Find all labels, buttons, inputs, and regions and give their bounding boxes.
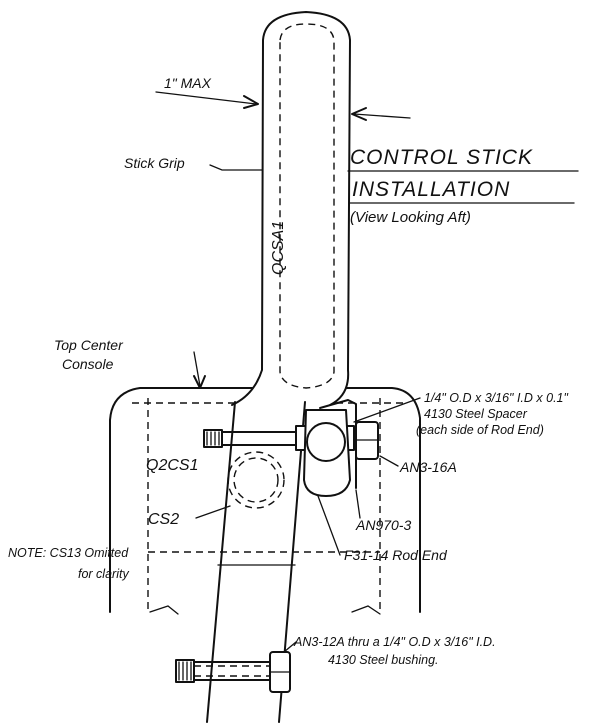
cotter-pin [319,399,357,489]
tube-part-label: CS2 [148,511,179,528]
spacer-label-1: 1/4" O.D x 3/16" I.D x 0.1" [424,391,568,405]
cotter-callout: AN970-3 [355,489,411,533]
stick-grip [231,11,351,406]
cotter-label: AN970-3 [355,517,411,533]
cs2-callout: CS2 [148,505,231,528]
title-block: CONTROL STICK INSTALLATION (View Looking… [347,146,579,226]
console-callout: Top Center Console [54,337,206,389]
lower-bolt-label: AN3-12A thru a 1/4" O.D x 3/16" I.D. [293,635,496,649]
dimension-label: 1" MAX [164,75,212,91]
stick-grip-callout: Stick Grip [124,155,263,171]
note: NOTE: CS13 Omitted for clarity [8,546,129,581]
rod-end [303,409,351,497]
stick-grip-label: Stick Grip [124,155,185,171]
console-label-2: Console [62,356,114,372]
title-view: (View Looking Aft) [350,209,471,226]
upper-bolt-callout: AN3-16A [379,455,457,475]
upper-bolt-label: AN3-16A [399,459,457,475]
stick-part-label: QCSA1 [270,221,287,275]
width-dimension: 1" MAX [155,75,411,121]
note-label-2: for clarity [78,567,129,581]
rod-end-label: F31-14 Rod End [344,547,448,563]
spacer-label-3: (each side of Rod End) [416,423,544,437]
lower-bolt-callout: AN3-12A thru a 1/4" O.D x 3/16" I.D. 413… [283,635,496,667]
rod-end-callout: F31-14 Rod End [317,495,448,563]
title-line-2: INSTALLATION [352,178,510,201]
note-label-1: NOTE: CS13 Omitted [8,546,129,560]
console-label-1: Top Center [54,337,124,353]
cs2-tube [227,451,285,509]
lower-bolt [175,651,291,693]
pivot-part-label: Q2CS1 [146,457,198,474]
spacer-label-2: 4130 Steel Spacer [424,407,528,421]
bushing-label: 4130 Steel bushing. [328,653,439,667]
title-line-1: CONTROL STICK [350,146,533,169]
spacer-callout: 1/4" O.D x 3/16" I.D x 0.1" 4130 Steel S… [353,391,568,437]
